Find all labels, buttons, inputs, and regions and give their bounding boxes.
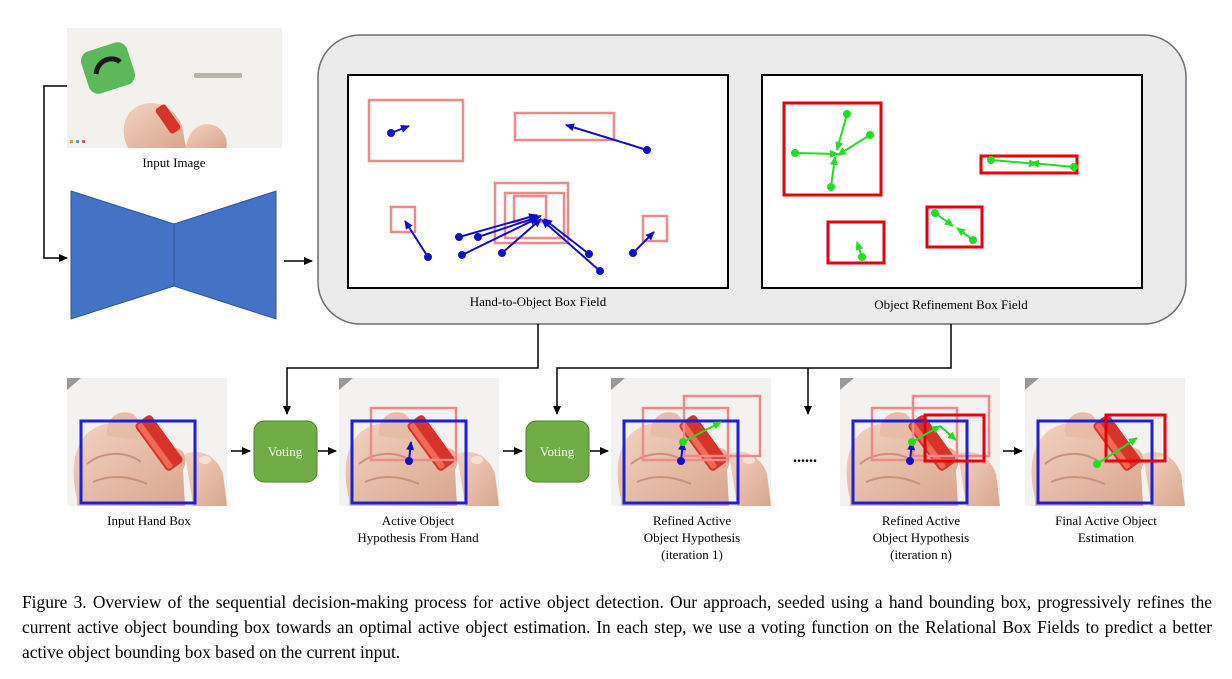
hand-to-object-field — [347, 74, 729, 289]
object-refinement-field-label: Object Refinement Box Field — [874, 297, 1028, 312]
stage-refined-iteration-n — [839, 377, 1001, 507]
final-estimation-label-1: Final Active Object — [1055, 513, 1157, 528]
skip-arrow — [43, 85, 68, 262]
h2o-to-voting1-arrow — [283, 324, 539, 415]
object-refinement-field — [761, 74, 1143, 289]
input-image-thumbnail — [67, 28, 282, 148]
input-image-label: Input Image — [142, 155, 205, 170]
refined-1-label-1: Refined Active — [653, 513, 732, 528]
input-hand-box-label: Input Hand Box — [107, 513, 191, 528]
refine-to-voting2-arrow — [553, 324, 952, 415]
refined-1-label-3: (iteration 1) — [661, 547, 723, 562]
stage-input-hand-box — [66, 377, 228, 507]
ellipsis-dots: ...... — [793, 449, 817, 466]
final-estimation-label-2: Estimation — [1078, 530, 1135, 545]
svg-text:Voting: Voting — [268, 444, 303, 459]
refined-n-label-1: Refined Active — [882, 513, 961, 528]
voting-box-2: Voting — [525, 420, 590, 483]
voting-box-1: Voting — [253, 420, 318, 483]
stage-final-estimation — [1024, 377, 1186, 507]
hand-to-object-field-label: Hand-to-Object Box Field — [470, 294, 607, 309]
refined-n-label-2: Object Hypothesis — [873, 530, 969, 545]
figure-caption: Figure 3. Overview of the sequential dec… — [22, 592, 1212, 662]
active-hypothesis-label-2: Hypothesis From Hand — [357, 530, 479, 545]
stage-active-object-hypothesis — [338, 377, 500, 507]
stage-refined-iteration-1 — [610, 377, 772, 507]
refined-n-label-3: (iteration n) — [890, 547, 952, 562]
active-hypothesis-label-1: Active Object — [382, 513, 455, 528]
figure-diagram: Input Image Hand-to-Object Box Field — [43, 28, 1187, 562]
svg-text:Voting: Voting — [540, 444, 575, 459]
refined-1-label-2: Object Hypothesis — [644, 530, 740, 545]
